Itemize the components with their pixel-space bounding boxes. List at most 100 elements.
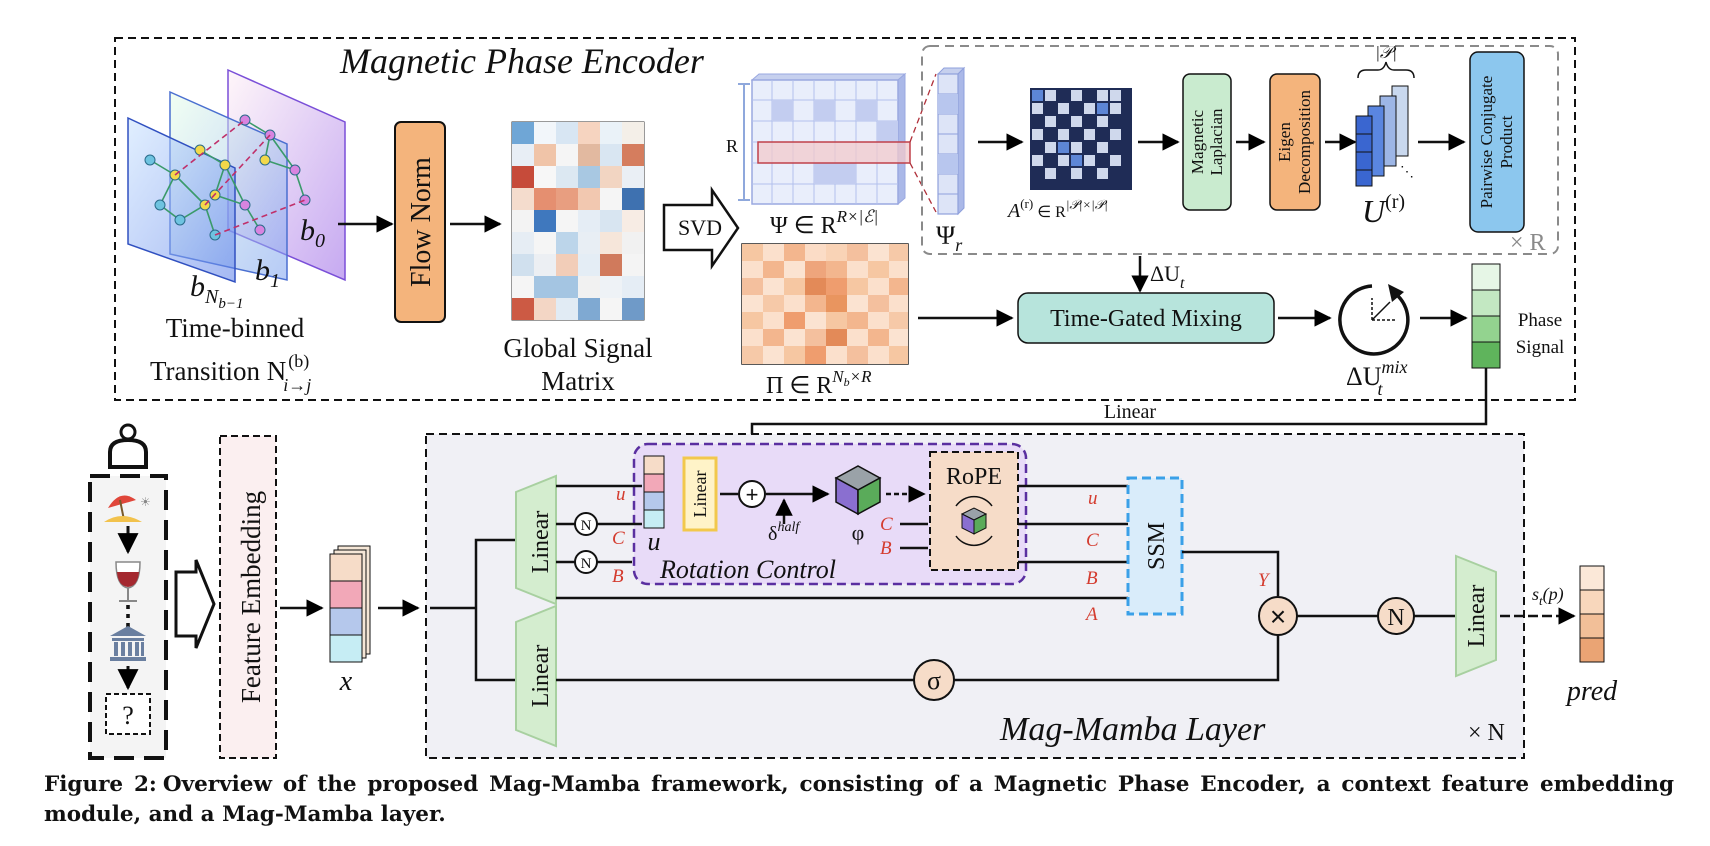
u-label: U(r)	[1362, 191, 1405, 229]
eigen-line1: Eigen	[1275, 122, 1294, 162]
svg-text:⋱: ⋱	[1400, 164, 1414, 180]
u-vector	[643, 455, 665, 529]
rotation-icon	[1338, 284, 1410, 356]
transition-line2: Transition N(b)i→j	[150, 351, 311, 395]
museum-icon	[110, 626, 146, 661]
norm-out-label: N	[1387, 605, 1404, 631]
transition-line1: Time-binned	[166, 313, 305, 343]
sigma-label: σ	[927, 666, 941, 695]
context-arrow-icon	[174, 559, 216, 649]
linear-top-trapezoid	[515, 474, 557, 606]
linear-bottom-trapezoid	[515, 604, 557, 748]
oplus-circle	[738, 480, 766, 508]
linear-out-trapezoid	[1455, 554, 1497, 678]
phase-signal-vector	[1471, 263, 1501, 369]
eigen-line2: Decomposition	[1295, 90, 1314, 194]
question-mark: ?	[122, 701, 134, 730]
p-card-label: |𝒫|	[1375, 43, 1397, 62]
pi-matrix	[741, 243, 909, 365]
phase-line2: Signal	[1516, 337, 1565, 358]
context-sequence: ☀ ⋮ ? Feature Embedding	[88, 423, 420, 760]
flow-norm-box	[394, 121, 446, 323]
input-split	[430, 538, 516, 682]
adjacency-matrix	[1030, 88, 1132, 190]
figure-caption: Figure 2:Overview of the proposed Mag-Ma…	[44, 770, 1674, 830]
psi-label: Ψ ∈ RR×|ℰ|	[770, 207, 878, 239]
times-n-label: × N	[1468, 720, 1505, 746]
oplus-label: +	[746, 482, 759, 507]
linear-top-label: Linear	[528, 511, 554, 574]
wine-glass-icon	[115, 561, 141, 602]
magnetic-phase-encoder: Magnetic Phase Encoder	[114, 37, 1576, 401]
encoder-title: Magnetic Phase Encoder	[339, 41, 705, 81]
global-signal-matrix	[511, 121, 645, 321]
pairwise-conjugate-box	[1469, 51, 1525, 233]
psi-matrix	[738, 72, 911, 206]
feature-embedding-label: Feature Embedding	[236, 491, 266, 703]
gsm-line1: Global Signal	[503, 333, 652, 363]
psi-r-vector	[936, 66, 966, 216]
pred-vector	[1579, 565, 1605, 663]
eigenvector-stack: ⋱	[1355, 85, 1414, 187]
projection-line	[909, 73, 937, 143]
phi-cube-icon	[834, 465, 882, 516]
c-rope-label: C	[880, 514, 893, 535]
u-vector-label: u	[648, 527, 661, 556]
rope-rotation-icon	[955, 495, 993, 547]
u-branch-label: u	[616, 484, 626, 505]
times-r-label: × R	[1510, 230, 1546, 256]
pcp-line2: Product	[1497, 115, 1516, 168]
encoder-frame	[114, 37, 1576, 401]
rope-label: RoPE	[946, 464, 1002, 490]
adj-label: A(r) ∈ R|𝒫|×|𝒫|	[1006, 196, 1108, 222]
u-ssm-label: u	[1088, 488, 1098, 509]
norm-c-label: N	[581, 518, 592, 534]
delta-half-label: δhalf	[768, 520, 801, 545]
y-label: Y	[1258, 570, 1271, 591]
label-b0: b0	[300, 214, 325, 252]
x-label: x	[339, 666, 353, 697]
linear-out-label: Linear	[1464, 585, 1490, 648]
label-bn: bNb−1	[190, 270, 243, 312]
b-branch-label: B	[612, 566, 624, 587]
line-gate-up	[954, 634, 1280, 682]
per-rank-frame	[921, 45, 1559, 255]
linear-bottom-label: Linear	[528, 645, 554, 708]
p-card-brace	[1357, 61, 1415, 79]
connector-linear-label: Linear	[1104, 401, 1157, 423]
pcp-line1: Pairwise Conjugate	[1477, 76, 1496, 209]
multiply-label: ×	[1270, 601, 1286, 632]
norm-b-label: N	[581, 556, 592, 572]
inner-linear-box	[682, 456, 718, 532]
a-ssm-label: A	[1084, 604, 1098, 625]
st-label: st(p)	[1532, 584, 1564, 608]
embedding-x-stack	[329, 545, 371, 663]
svd-arrow-icon	[662, 185, 740, 271]
phi-label: φ	[852, 520, 865, 545]
ssm-box	[1126, 476, 1184, 616]
pi-label: Π ∈ RNb×R	[766, 367, 872, 399]
context-frame	[88, 474, 168, 760]
unknown-next-box	[105, 693, 151, 735]
time-binned-panes	[127, 68, 346, 284]
c-branch-label: C	[612, 528, 625, 549]
gsm-line2: Matrix	[541, 366, 615, 396]
b-ssm-label: B	[1086, 568, 1098, 589]
label-b1: b1	[255, 254, 280, 292]
mag-lap-line1: Magnetic	[1188, 109, 1207, 174]
eigen-decomposition-box	[1269, 73, 1321, 211]
phase-line1: Phase	[1518, 310, 1562, 331]
layer-title: Mag-Mamba Layer	[999, 711, 1266, 748]
mag-lap-line2: Laplacian	[1207, 108, 1226, 176]
caption-label: Figure 2:	[44, 772, 157, 797]
inner-linear-label: Linear	[690, 471, 710, 518]
rotation-control-label: Rotation Control	[659, 555, 836, 584]
tgm-label: Time-Gated Mixing	[1050, 306, 1242, 332]
svg-text:☀: ☀	[140, 495, 151, 509]
r-label: R	[726, 136, 738, 156]
feature-embedding-box	[219, 435, 277, 759]
caption-text: Overview of the proposed Mag-Mamba frame…	[44, 772, 1674, 827]
pred-label: pred	[1565, 676, 1618, 707]
b-rope-label: B	[880, 538, 892, 559]
